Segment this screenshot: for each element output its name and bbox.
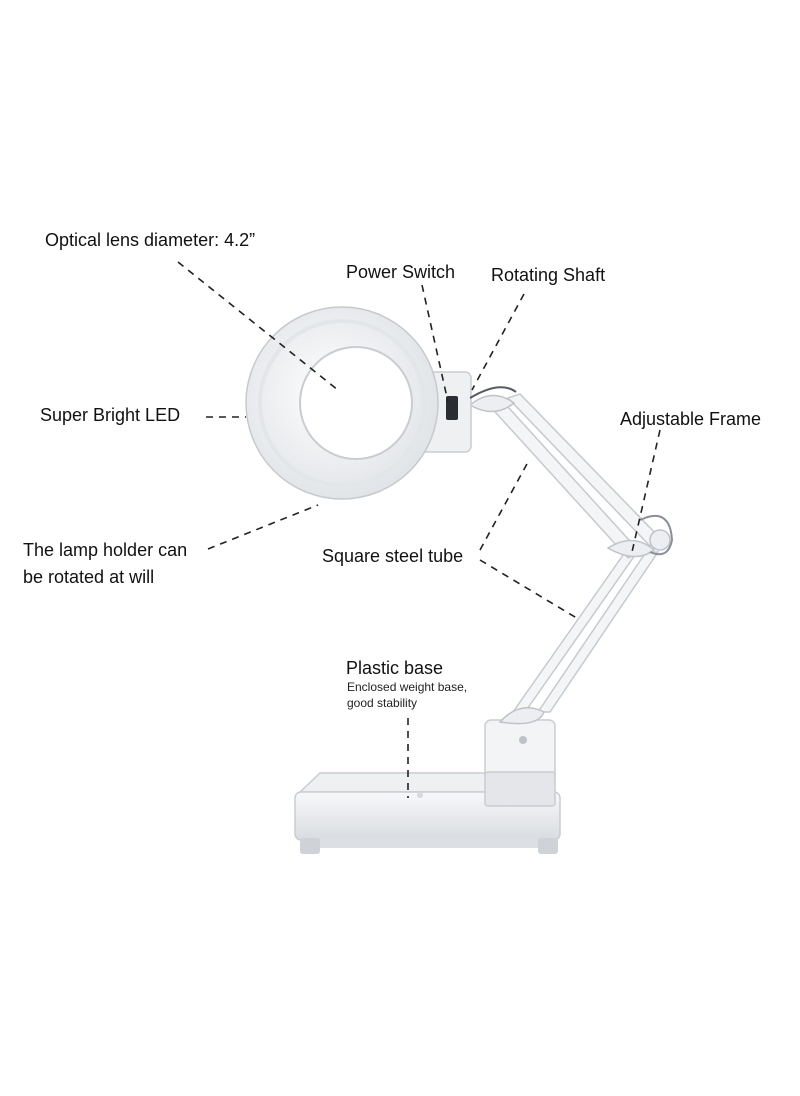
arm-joint-knobs	[468, 394, 671, 725]
label-lamp-holder-line1: The lamp holder can	[23, 540, 188, 560]
spring-shape	[639, 515, 674, 556]
label-square-steel-tube: Square steel tube	[322, 546, 464, 566]
leader-steel-tube-upper	[479, 461, 529, 551]
label-optical-lens: Optical lens diameter: 4.2”	[45, 230, 256, 250]
label-plastic-base: Plastic base	[346, 658, 444, 678]
leader-optical-lens	[177, 261, 339, 391]
leader-adjustable-frame	[631, 429, 661, 553]
leader-rotating-shaft	[471, 293, 525, 391]
leader-lines	[177, 261, 661, 798]
label-base-note-line2: good stability	[347, 696, 418, 710]
label-rotating-shaft: Rotating Shaft	[491, 265, 606, 285]
lower-arm-shape	[511, 547, 660, 713]
leader-lamp-holder	[207, 504, 319, 550]
magnifier-ring-shape	[245, 306, 439, 500]
leader-power-switch	[421, 284, 449, 403]
label-super-bright-led: Super Bright LED	[40, 405, 181, 425]
label-lamp-holder-line2: be rotated at will	[23, 567, 155, 587]
base-post-shape	[484, 719, 556, 807]
leader-steel-tube-lower	[479, 559, 581, 621]
label-base-note-line1: Enclosed weight base,	[347, 680, 468, 694]
label-adjustable-frame: Adjustable Frame	[620, 409, 762, 429]
label-power-switch: Power Switch	[346, 262, 456, 282]
